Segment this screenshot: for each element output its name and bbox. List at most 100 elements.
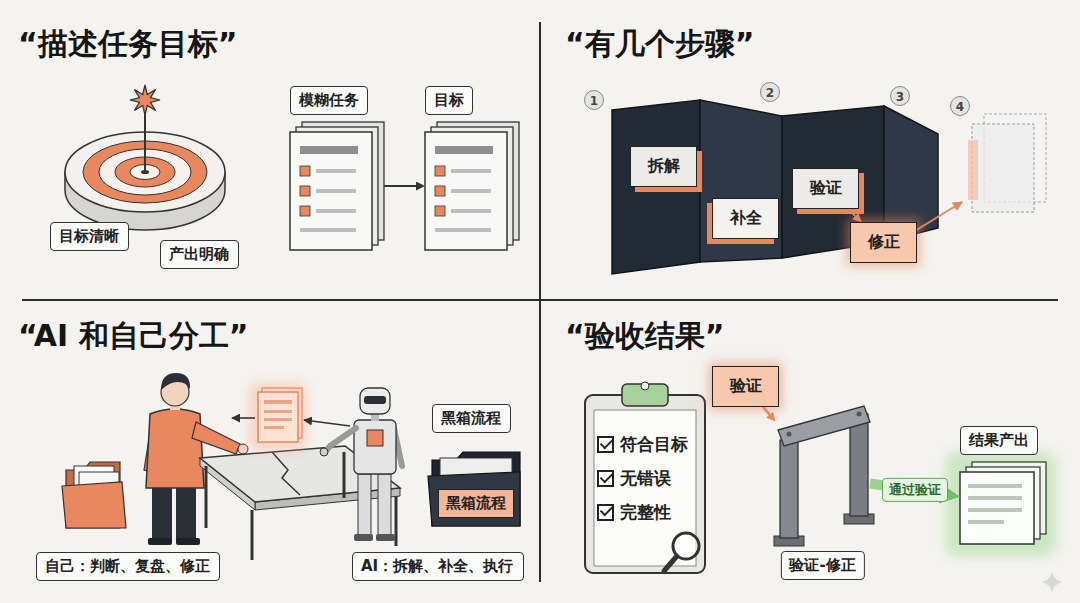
robot-figure: [364, 396, 386, 404]
node-text: 黑箱流程: [438, 489, 514, 518]
node-text: 补全: [730, 208, 762, 229]
robot-figure: [360, 388, 390, 414]
document-stack-illustration: [451, 169, 491, 173]
checklist-clipboard: 符合目标无错误完整性: [585, 395, 705, 573]
document-stack-illustration: [316, 209, 356, 213]
divider-line: [22, 22, 1058, 582]
step-box: 补全: [712, 198, 779, 239]
document-stack-illustration: [451, 189, 491, 193]
folding-screen: [700, 100, 782, 262]
document-stack-illustration: [435, 186, 445, 196]
node-text: 黑箱流程: [441, 408, 502, 429]
sparkle-mark: [1042, 572, 1062, 592]
shared-document: [264, 418, 292, 421]
future-step-boxes: [910, 202, 962, 234]
robot-figure: [367, 430, 383, 446]
shared-document: [264, 400, 292, 404]
document-stack-illustration: [300, 166, 310, 176]
shared-document: [264, 410, 292, 413]
node-heading: 目标: [425, 86, 473, 115]
callout-number: 4: [950, 96, 970, 116]
orange-folder: [62, 482, 126, 528]
future-step-boxes: [968, 140, 978, 200]
folder-box: 黑箱流程: [432, 452, 520, 526]
callout-tag: 黑箱流程: [432, 404, 511, 433]
divider-line: [22, 299, 1058, 301]
node-text: 修正: [868, 232, 900, 253]
robot-figure: [354, 420, 396, 474]
node-text: 目标清晰: [59, 226, 120, 247]
robot-figure: [326, 428, 356, 451]
node-text: 拆解: [648, 156, 680, 177]
result-document-stack: [946, 452, 1056, 556]
person-figure: [192, 422, 240, 454]
clipboard: [585, 382, 705, 573]
verification-gate-frame: [778, 406, 870, 446]
document-stack-illustration: [435, 206, 445, 216]
clipboard: [585, 395, 705, 573]
node-text: 完整性: [597, 501, 697, 525]
document-stack-illustration: [300, 186, 310, 196]
document-stack-illustration: [435, 166, 445, 176]
target-illustration: [65, 85, 225, 230]
document-stack-illustration: [290, 132, 372, 250]
folding-screen: [612, 100, 700, 274]
orange-folder: [62, 462, 126, 528]
shared-document: [264, 426, 284, 429]
node-text: 验证: [810, 178, 842, 199]
target-illustration: [144, 114, 146, 172]
person-figure: [238, 444, 248, 454]
panel-title: “描述任务目标”: [18, 26, 237, 62]
result-document-stack: [968, 508, 1022, 512]
sparkle-mark: [1042, 572, 1062, 592]
document-stack-illustration: [435, 146, 493, 154]
document-stack-illustration: [425, 132, 507, 250]
folding-screen: [612, 100, 938, 274]
result-document-stack: [960, 472, 1034, 544]
person-figure: [176, 538, 200, 545]
divider-line: [539, 22, 541, 582]
shared-document: [250, 384, 306, 450]
future-step-boxes: [910, 114, 1046, 234]
node-text: 符合目标: [597, 433, 697, 457]
work-table: [251, 510, 254, 560]
node-text: 产出明确: [169, 244, 230, 265]
magnifier: [664, 533, 699, 571]
goal-tag: 产出明确: [160, 240, 239, 269]
result-document-stack: [968, 484, 1022, 488]
document-stack-illustration: [300, 228, 356, 232]
node-text: AI：拆解、补全、执行: [361, 556, 515, 577]
verification-gate-frame: [857, 412, 862, 417]
goal-tag: 目标清晰: [50, 222, 129, 251]
verification-gate-frame: [787, 432, 792, 437]
person-figure: [176, 488, 196, 540]
document-stack-illustration: [316, 189, 356, 193]
verification-gate-frame: [780, 440, 798, 538]
document-stack: 模糊任务: [290, 122, 384, 250]
node-text: 自己：判断、复盘、修正: [45, 556, 211, 577]
node-text: 无错误: [597, 467, 697, 491]
panel-title: “验收结果”: [565, 318, 724, 354]
robot-figure: [320, 388, 402, 541]
robot-figure: [358, 474, 371, 536]
node-heading: 结果产出: [960, 426, 1038, 455]
step-box: 验证: [792, 168, 859, 209]
node-text: 验证: [730, 376, 762, 397]
callout-number: 3: [890, 86, 910, 106]
connector-group: [384, 186, 940, 494]
callout-number: 1: [584, 90, 604, 110]
shared-document: [258, 392, 298, 442]
person-figure: [146, 409, 204, 488]
panel-title: “有几个步骤”: [565, 26, 754, 62]
connector-arrow: [384, 185, 416, 187]
shared-document: [232, 417, 255, 419]
dark-folder: [432, 452, 520, 526]
document-stack-illustration: [300, 146, 358, 154]
result-document-stack: [968, 520, 1004, 524]
document-stack-illustration: [290, 122, 519, 250]
